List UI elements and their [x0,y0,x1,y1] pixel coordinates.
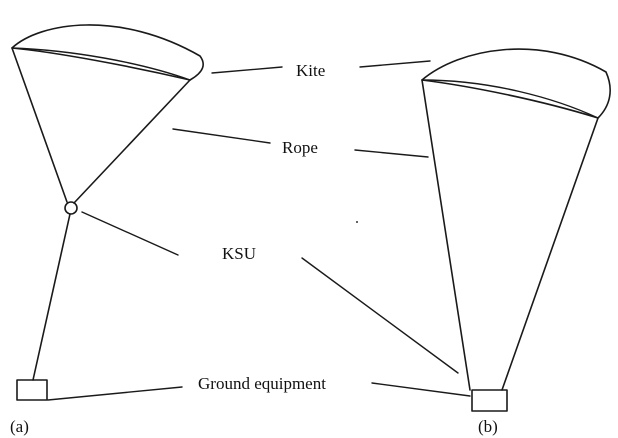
label-rope: Rope [282,138,318,157]
component-labels: Kite Rope KSU Ground equipment [198,61,326,393]
rope-leader-a [172,128,271,144]
rope-b-right [501,117,599,391]
stray-dot [356,221,358,223]
kite-canopy-a [11,24,204,81]
label-ksu: KSU [222,244,256,263]
panel-label-a: (a) [10,417,29,436]
kite-leader-b [359,60,431,68]
panel-label-b: (b) [478,417,498,436]
kite-canopy-b-inner [421,79,599,119]
ground-leader-b [371,382,471,397]
kite-canopy-a-inner [11,47,191,81]
ksu-leader-a [81,211,179,256]
kite-leader-a [211,66,283,74]
rope-a-left [11,47,68,203]
ksu-a [64,201,78,215]
ground-equipment-b [471,389,508,412]
leader-lines [47,60,471,401]
ksu-leader-b [301,257,459,374]
panel-b: (b) [421,48,611,436]
label-kite: Kite [296,61,325,80]
label-ground-equipment: Ground equipment [198,374,326,393]
tether-a [32,213,71,381]
rope-a-right [73,79,191,204]
ground-equipment-a [16,379,48,401]
kite-canopy-b [421,48,611,119]
ground-leader-a [47,386,183,401]
rope-leader-b [354,149,429,158]
panel-a: (a) [10,24,204,436]
rope-b-left [421,79,471,391]
